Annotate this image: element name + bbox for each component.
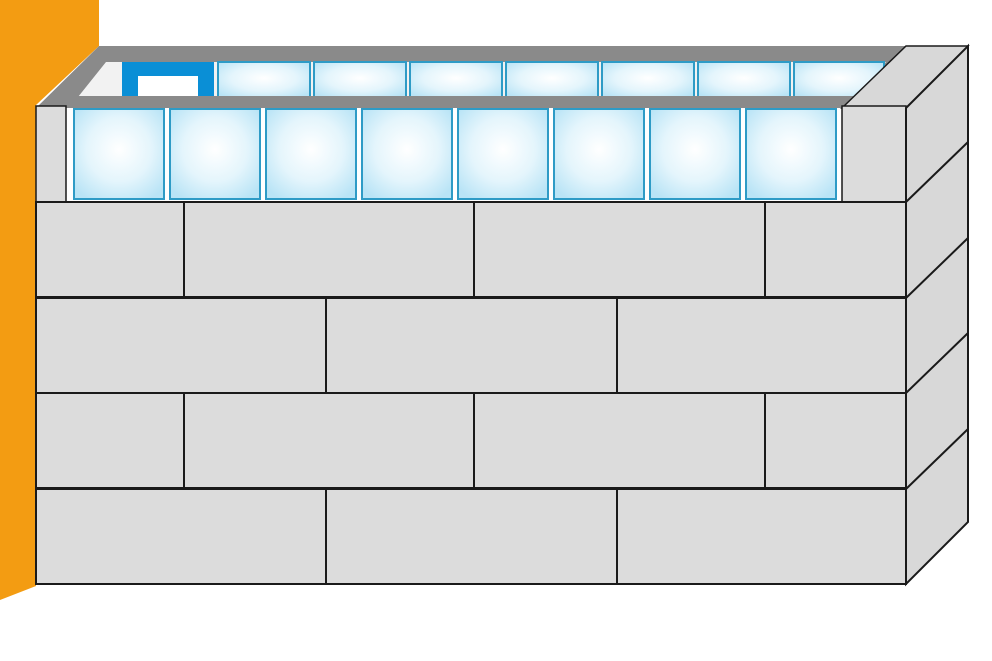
concrete-block <box>35 392 185 489</box>
glass-block-front <box>457 108 549 200</box>
concrete-block <box>616 297 907 394</box>
concrete-block <box>616 488 907 585</box>
wall-side-mortar-lines <box>905 141 969 490</box>
glass-block-front <box>361 108 453 200</box>
concrete-block <box>183 392 475 489</box>
concrete-block <box>764 392 907 489</box>
glass-block-front <box>169 108 261 200</box>
concrete-block <box>35 488 327 585</box>
concrete-block <box>473 392 766 489</box>
end-pillar-front <box>841 105 907 203</box>
glass-block-front <box>265 108 357 200</box>
glass-block-front <box>553 108 645 200</box>
glass-block-back-row <box>122 61 885 99</box>
ledge-front-lip <box>66 96 856 106</box>
glass-block-front <box>649 108 741 200</box>
concrete-block <box>35 201 185 298</box>
wall-post <box>0 0 99 600</box>
block-courses <box>35 201 907 585</box>
glass-block-back <box>313 61 407 99</box>
glass-block-back <box>601 61 695 99</box>
side-mortar-line <box>905 332 969 394</box>
concrete-block <box>764 201 907 298</box>
left-pillar-front <box>35 105 67 203</box>
side-mortar-line <box>905 428 969 490</box>
concrete-block <box>473 201 766 298</box>
side-mortar-line <box>905 141 969 203</box>
glass-block-front <box>73 108 165 200</box>
glass-block-back <box>409 61 503 99</box>
glass-block-front <box>745 108 837 200</box>
glass-block-front-row <box>73 108 837 200</box>
side-mortar-line <box>905 237 969 299</box>
glass-block-back-highlighted-inner <box>138 76 198 98</box>
concrete-block <box>325 488 618 585</box>
glass-block-back <box>505 61 599 99</box>
wall-side-face <box>905 43 969 587</box>
concrete-block <box>183 201 475 298</box>
concrete-block <box>325 297 618 394</box>
concrete-block <box>35 297 327 394</box>
glass-block-back <box>697 61 791 99</box>
glass-block-back <box>217 61 311 99</box>
